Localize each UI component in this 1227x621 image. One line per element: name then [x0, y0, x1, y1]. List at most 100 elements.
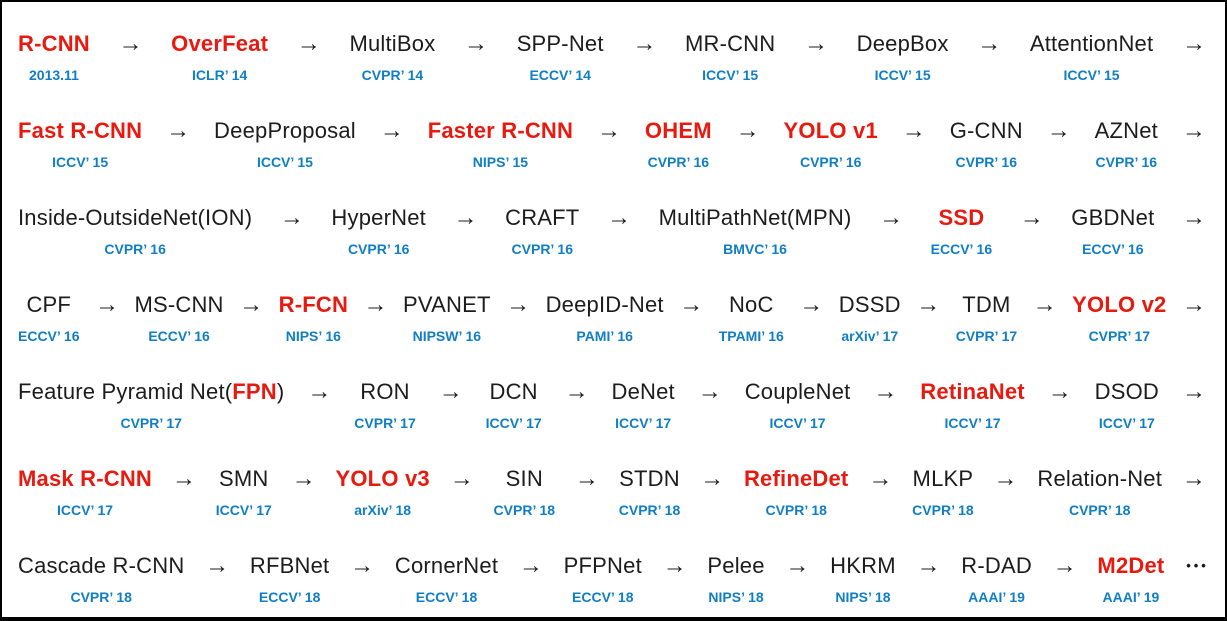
arrow-icon: →: [679, 291, 704, 318]
model-name-text: CoupleNet: [744, 379, 851, 404]
model-name-text: RFBNet: [249, 553, 330, 578]
arrow-icon: →: [166, 117, 191, 144]
model-item: RON CVPR’ 17: [354, 378, 415, 431]
model-name: YOLO v3: [336, 465, 430, 493]
venue-label: ICCV’ 15: [702, 67, 759, 83]
arrow-icon: →: [564, 378, 589, 405]
model-name: Feature Pyramid Net(FPN): [18, 378, 284, 406]
model-name: AttentionNet: [1030, 30, 1153, 58]
arrow-icon: →: [118, 30, 143, 57]
arrow-icon: →: [916, 552, 941, 579]
venue-label: ICCV’ 15: [1063, 67, 1120, 83]
model-name: SMN: [219, 465, 269, 493]
model-name-text: RON: [360, 379, 410, 404]
arrow-icon: →: [607, 204, 632, 231]
model-item: SIN CVPR’ 18: [494, 465, 555, 518]
venue-label: CVPR’ 17: [1088, 328, 1151, 344]
venue-label: ICCV’ 17: [57, 502, 114, 518]
arrow-icon: →: [363, 291, 388, 318]
model-name-text: CRAFT: [505, 205, 580, 230]
venue-label: ICCV’ 17: [1098, 415, 1155, 431]
model-name: Fast R-CNN: [18, 117, 142, 145]
venue-label: ECCV’ 16: [930, 241, 993, 257]
model-name: R-FCN: [279, 291, 348, 319]
venue-label: ECCV’ 14: [529, 67, 591, 83]
model-name-text: AZNet: [1094, 118, 1158, 143]
model-name-text: CornerNet: [394, 553, 499, 578]
model-name: GBDNet: [1071, 204, 1154, 232]
model-name: TDM: [962, 291, 1010, 319]
model-name-text: DeepProposal: [214, 118, 356, 143]
model-name: Faster R-CNN: [428, 117, 573, 145]
model-name: MultiPathNet(MPN): [659, 204, 852, 232]
continuation-ellipsis: •••: [1186, 558, 1209, 573]
venue-label: CVPR’ 18: [1068, 502, 1131, 518]
venue-label: CVPR’ 18: [493, 502, 556, 518]
venue-label: ECCV’ 16: [18, 328, 80, 344]
venue-label: ECCV’ 18: [415, 589, 478, 605]
model-name-text: Fast R-CNN: [18, 118, 143, 143]
venue-label: NIPSW’ 16: [412, 328, 482, 344]
arrow-icon: →: [735, 117, 760, 144]
model-name: HyperNet: [331, 204, 426, 232]
arrow-icon: →: [205, 552, 230, 579]
arrow-icon: →: [453, 204, 478, 231]
model-name: MultiBox: [349, 30, 435, 58]
model-name: CRAFT: [505, 204, 579, 232]
model-name: DeepBox: [857, 30, 949, 58]
model-name-text: SMN: [219, 466, 269, 491]
arrow-icon: →: [279, 204, 304, 231]
arrow-icon: →: [350, 552, 375, 579]
venue-label: ECCV’ 18: [572, 589, 634, 605]
arrow-icon: →: [662, 552, 687, 579]
arrow-icon: →: [1181, 117, 1206, 144]
venue-label: ECCV’ 16: [148, 328, 210, 344]
model-name: CoupleNet: [745, 378, 851, 406]
model-name-text: R-FCN: [278, 292, 349, 317]
model-name: DeepProposal: [214, 117, 356, 145]
arrow-icon: →: [700, 465, 725, 492]
model-name-text: Cascade R-CNN: [18, 553, 185, 578]
venue-label: CVPR’ 16: [647, 154, 710, 170]
model-name-text: HKRM: [830, 553, 896, 578]
venue-label: AAAI’ 19: [968, 589, 1025, 605]
model-name: CornerNet: [395, 552, 498, 580]
venue-label: arXiv’ 17: [841, 328, 899, 344]
model-name-text: DeepBox: [856, 31, 949, 56]
arrow-icon: →: [1181, 378, 1206, 405]
model-item: MultiPathNet(MPN)BMVC’ 16: [659, 204, 852, 257]
arrow-icon: →: [506, 291, 531, 318]
model-name: SIN: [506, 465, 543, 493]
arrow-icon: →: [296, 30, 321, 57]
venue-label: CVPR’ 16: [799, 154, 862, 170]
model-name-text: YOLO v3: [335, 466, 430, 491]
model-name-text: AttentionNet: [1029, 31, 1154, 56]
venue-label: CVPR’ 17: [354, 415, 416, 431]
arrow-icon: →: [977, 30, 1002, 57]
arrow-icon: →: [1181, 30, 1206, 57]
model-name: Relation-Net: [1037, 465, 1162, 493]
arrow-icon: →: [94, 291, 119, 318]
venue-label: CVPR’ 17: [120, 415, 182, 431]
arrow-icon: →: [1052, 552, 1077, 579]
